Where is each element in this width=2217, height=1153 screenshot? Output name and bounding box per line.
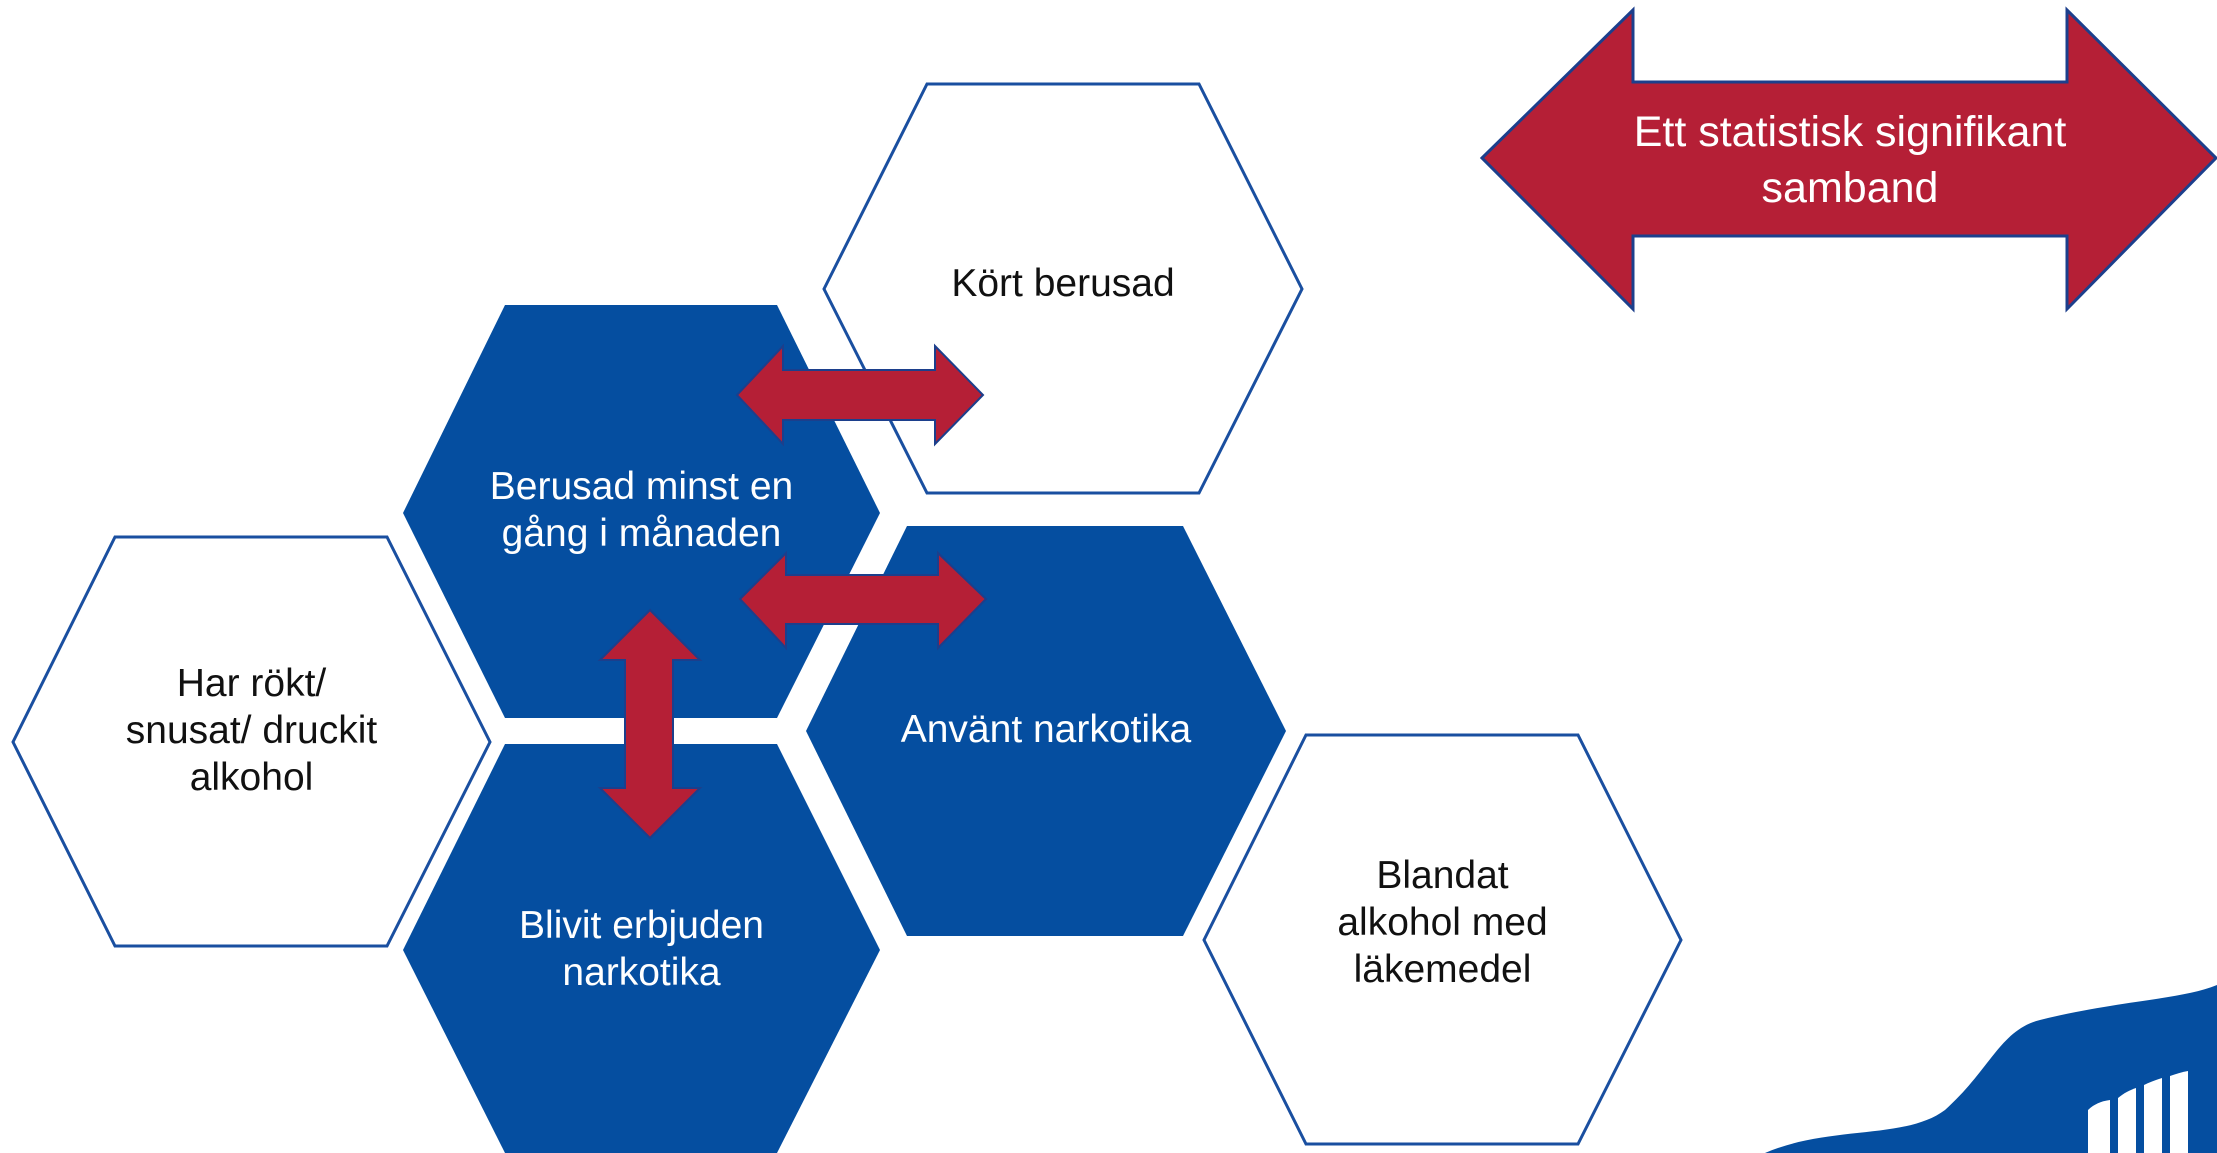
hexagon-blandat-alkohol xyxy=(1202,733,1683,1146)
label-blivit-erbjuden: Blivit erbjuden narkotika xyxy=(519,904,764,994)
double-arrow-icon xyxy=(738,550,988,651)
double-arrow-icon xyxy=(735,343,985,447)
hexagon-anvant-narkotika xyxy=(806,526,1286,936)
label-har-rokt: Har rökt/ snusat/ druckit alkohol xyxy=(125,662,378,799)
hexagon-blivit-erbjuden xyxy=(403,744,880,1153)
wave-logo xyxy=(1765,985,2217,1153)
hexagon-har-rokt xyxy=(11,535,492,948)
legend-label: Ett statistisk signifikant samband xyxy=(1633,108,2067,212)
label-anvant-narkotika: Använt narkotika xyxy=(900,708,1192,751)
label-kort-berusad: Kört berusad xyxy=(951,262,1175,305)
label-berusad-manad: Berusad minst en gång i månaden xyxy=(489,465,794,555)
vertical-double-arrow-icon xyxy=(597,608,703,840)
label-blandat-alkohol: Blandat alkohol med läkemedel xyxy=(1337,854,1548,991)
legend-double-arrow-icon xyxy=(1479,6,2217,313)
